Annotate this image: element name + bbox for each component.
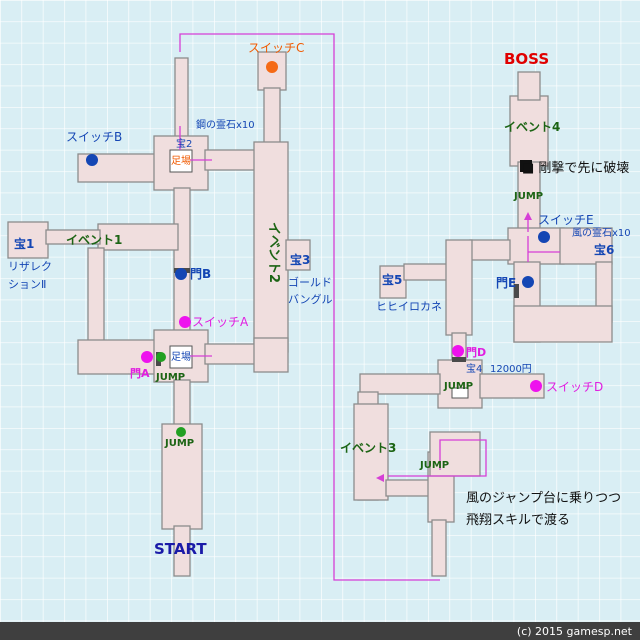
- jump-left-arrow: [376, 474, 384, 482]
- gate-e-marker: [522, 276, 534, 288]
- south-east-room: [513, 305, 613, 343]
- chest1-link: [45, 229, 101, 245]
- north-corridor: [445, 239, 473, 336]
- right-dungeon-floor: [353, 71, 613, 577]
- jump-right-low-label: JUMP: [419, 460, 449, 471]
- chest5-room: [379, 265, 407, 299]
- switch-d-label: スイッチD: [546, 380, 603, 394]
- gate-d-label: 門D: [466, 346, 486, 359]
- start-link: [173, 379, 191, 426]
- resurrection-label-2: ションⅡ: [8, 278, 46, 291]
- chest1-label: 宝1: [14, 236, 34, 251]
- west-link: [359, 373, 441, 395]
- gold-bangle-label-2: バングル: [288, 292, 333, 306]
- lower-foothold: [169, 345, 193, 369]
- chest4-room: [437, 359, 483, 409]
- gate-d-marker: [452, 345, 464, 357]
- switch-e-room: [507, 227, 565, 265]
- wind-note-label-1: 風のジャンプ台に乗りつつ: [466, 491, 621, 506]
- lower-right-link: [204, 343, 262, 365]
- chest4-gap: [451, 387, 469, 399]
- foothold-top-label: 足場: [171, 154, 191, 167]
- chest3-alcove: [285, 239, 311, 271]
- switch-d-marker: [530, 380, 542, 392]
- event2-corridor: [253, 141, 289, 353]
- switch-b-label: スイッチB: [66, 130, 122, 144]
- upper-connector: [204, 149, 262, 171]
- gate-e-bar: [514, 284, 519, 298]
- long-route: [179, 33, 440, 581]
- wind-note-label-2: 飛翔スキルで渡る: [466, 512, 570, 528]
- event3-label: イベント3: [340, 441, 396, 455]
- hub-down-corridor: [173, 187, 191, 335]
- jump-a-marker: [156, 352, 166, 362]
- gate-e-label: 門E: [496, 276, 516, 290]
- resurrection-label-1: リザレク: [8, 260, 52, 273]
- mid-link: [469, 239, 511, 261]
- gate-a-marker: [141, 351, 153, 363]
- boss-room: [509, 95, 549, 167]
- switch-c-corridor: [263, 87, 281, 149]
- jump-up-arrow: [524, 212, 532, 220]
- chest6-room: [559, 227, 613, 265]
- event2-label: イベント2: [266, 222, 281, 283]
- copyright-text: (c) 2015 gamesp.net: [516, 625, 632, 638]
- start-label: START: [154, 540, 207, 558]
- boss-top: [517, 71, 541, 101]
- top-left-corridor: [174, 57, 189, 139]
- chest5-label: 宝5: [382, 272, 402, 287]
- chest6-label: 宝6: [594, 242, 614, 257]
- jump-right-mid-label: JUMP: [443, 381, 473, 392]
- event4-label: イベント4: [504, 120, 560, 134]
- gate-d-bar: [452, 357, 466, 362]
- wind-spirit-label: 風の霊石x10: [572, 227, 631, 239]
- gate-a-label: 門A: [130, 367, 150, 380]
- route-lines: [179, 33, 560, 581]
- left-vertical: [87, 247, 105, 345]
- map-labels: スイッチC BOSS スイッチB 鋼の霊石x10 宝2 足場 イベント4 ■ 剛…: [8, 41, 631, 558]
- chest1-room: [7, 221, 49, 259]
- switch-a-marker: [179, 316, 191, 328]
- footer-bar: (c) 2015 gamesp.net: [0, 622, 640, 640]
- start-tail: [173, 525, 191, 577]
- event3-room: [353, 403, 389, 501]
- switch-e-marker: [538, 231, 550, 243]
- jump-left-low-label: JUMP: [164, 438, 194, 449]
- gate-b-marker: [175, 268, 187, 280]
- switch-c-marker: [266, 61, 278, 73]
- lower-right-block: [253, 337, 289, 373]
- chest4-item-label: 12000円: [490, 364, 532, 375]
- jump-right-top-label: JUMP: [513, 191, 543, 202]
- jump-left-mid-label: JUMP: [155, 372, 185, 383]
- jump-start-marker: [176, 427, 186, 437]
- upper-foothold: [169, 149, 193, 173]
- switch-e-label: スイッチE: [538, 213, 594, 227]
- south-link: [385, 479, 433, 497]
- boss-label: BOSS: [504, 50, 549, 68]
- gold-bangle-label-1: ゴールド: [288, 275, 332, 289]
- jump-loop-line: [388, 439, 487, 477]
- breakable-block: [520, 160, 532, 172]
- steel-spirit-label: 鋼の霊石x10: [196, 118, 255, 131]
- gate-b-label: 門B: [190, 267, 211, 281]
- chest2-label: 宝2: [176, 137, 192, 150]
- event1-corridor: [97, 223, 179, 251]
- chest3-label: 宝3: [290, 252, 310, 267]
- chest4-label: 宝4: [466, 362, 482, 375]
- foothold-mid-label: 足場: [171, 350, 191, 363]
- power-note-label: ■ 剛撃で先に破壊: [522, 160, 629, 176]
- switch-b-marker: [86, 154, 98, 166]
- hihiirokane-label: ヒヒイロカネ: [376, 300, 442, 313]
- south-tail: [431, 519, 447, 577]
- switch-a-label: スイッチA: [192, 315, 249, 329]
- switch-c-label: スイッチC: [248, 41, 304, 55]
- event1-label: イベント1: [66, 233, 122, 247]
